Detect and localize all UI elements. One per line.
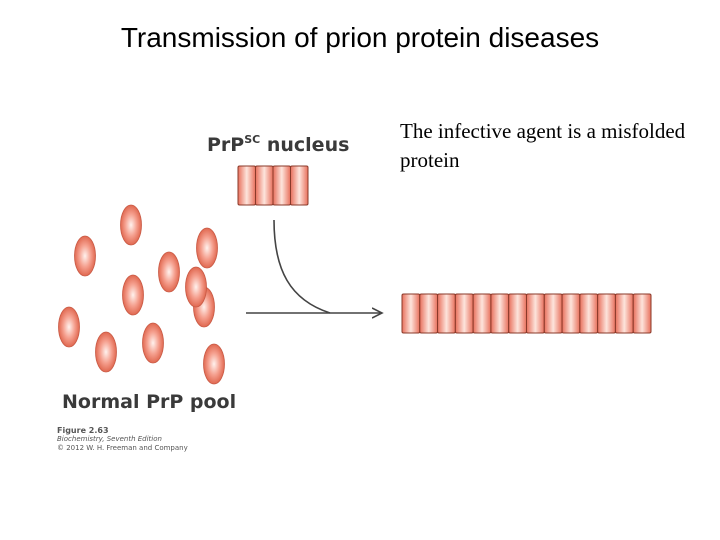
figure-source-book: Biochemistry, Seventh Edition (57, 435, 162, 443)
normal-prp-molecule (185, 266, 207, 308)
normal-prp-molecule (58, 306, 80, 348)
fibril-unit (526, 293, 545, 334)
normal-prp-molecule (203, 343, 225, 385)
figure-caption: Figure 2.63 Biochemistry, Seventh Editio… (57, 426, 188, 453)
normal-prp-molecule (120, 204, 142, 246)
fibril-unit (597, 293, 616, 334)
nucleus-unit (272, 165, 291, 206)
fibril-unit (437, 293, 456, 334)
description-text: The infective agent is a misfolded prote… (400, 119, 686, 172)
normal-prp-pool-label: Normal PrP pool (62, 391, 237, 413)
normal-prp-molecule (196, 227, 218, 269)
normal-prp-molecule (74, 235, 96, 277)
fibril-unit (543, 293, 563, 334)
figure-copyright: © 2012 W. H. Freeman and Company (57, 444, 188, 452)
curved-conversion-arrow (273, 219, 331, 314)
figure-number: Figure 2.63 (57, 426, 109, 435)
slide-title: Transmission of prion protein diseases (120, 22, 600, 53)
normal-prp-molecule (95, 331, 117, 373)
fibril-unit (508, 293, 528, 334)
fibril-unit (454, 293, 474, 334)
fibril-unit (614, 293, 634, 334)
fibril-unit (561, 293, 581, 334)
normal-prp-molecule (122, 274, 144, 316)
fibril-unit (472, 293, 492, 334)
nucleus-label-rest: nucleus (260, 134, 350, 156)
nucleus-unit (255, 165, 274, 206)
fibril-unit (632, 293, 652, 334)
prpsc-fibril (401, 293, 652, 334)
fibril-unit (401, 293, 421, 334)
normal-prp-pool (58, 204, 225, 385)
nucleus-unit (290, 165, 309, 206)
normal-prp-molecule (158, 251, 180, 293)
nucleus-label-sup: SC (244, 133, 261, 146)
nucleus-unit (237, 165, 256, 206)
prpsc-nucleus-label: PrPSC nucleus (207, 133, 349, 156)
fibril-unit (490, 293, 510, 334)
fibril-unit (419, 293, 439, 334)
prpsc-nucleus (237, 165, 309, 206)
fibril-unit (579, 293, 599, 334)
nucleus-label-base: PrP (207, 134, 245, 156)
normal-prp-molecule (142, 322, 164, 364)
